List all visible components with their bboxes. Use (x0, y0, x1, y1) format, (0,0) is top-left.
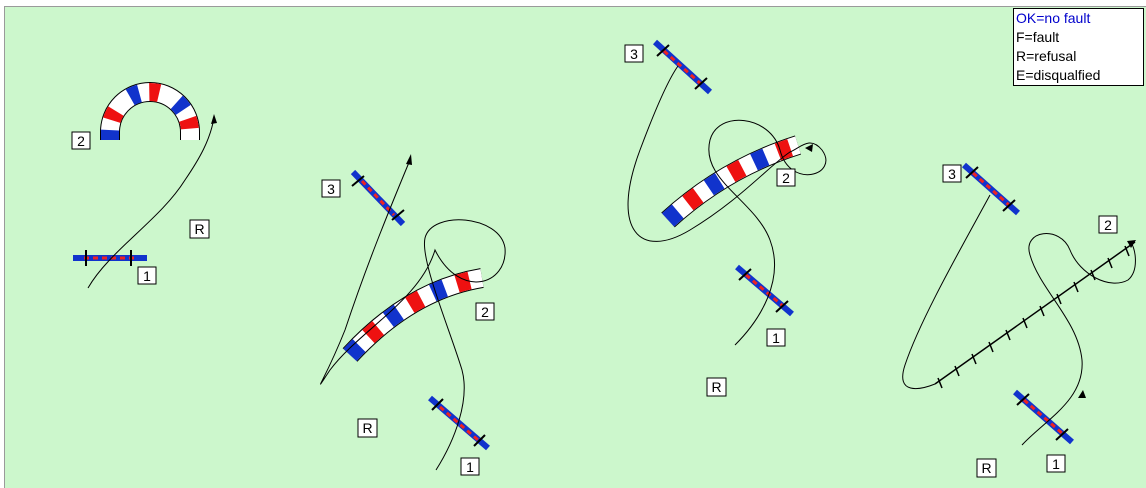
jump-bar (73, 250, 147, 266)
label-box: 3 (942, 164, 962, 183)
jump-bar (350, 169, 406, 227)
label-text: 1 (466, 459, 474, 475)
diagram-1: 2 1 R (71, 82, 217, 289)
label-box: 2 (71, 131, 91, 150)
course-field (4, 6, 1146, 488)
refusal-box: R (976, 458, 997, 478)
jump-bar (962, 162, 1020, 216)
path-arrowhead (1078, 390, 1086, 398)
label-text: 2 (77, 133, 85, 149)
tunnel-curved (342, 268, 484, 362)
path-arrowhead (805, 144, 813, 152)
refusal-box: R (189, 219, 210, 239)
refusal-text: R (711, 379, 721, 395)
refusal-text: R (981, 460, 991, 476)
label-text: 1 (143, 268, 151, 284)
legend-item: OK=no fault (1016, 10, 1091, 26)
legend-item: E=disqualfied (1016, 67, 1101, 83)
label-box: 2 (1098, 215, 1118, 234)
jump-bar (1013, 389, 1074, 445)
dog-path (320, 159, 506, 471)
label-box: 1 (1046, 454, 1066, 473)
label-box: 3 (321, 179, 341, 198)
label-box: 3 (624, 44, 644, 63)
refusal-box: R (706, 377, 727, 397)
refusal-box: R (357, 418, 378, 438)
dog-path (902, 194, 1136, 446)
path-arrowhead (1127, 240, 1136, 248)
jump-bar (652, 39, 713, 95)
label-text: 2 (481, 304, 489, 320)
jump-bar (428, 395, 490, 451)
diagram-2: 3 2 1 R (320, 154, 506, 476)
path-arrowhead (406, 154, 412, 165)
label-text: 2 (1104, 217, 1112, 233)
diagram-4: 3 2 1 R (902, 162, 1136, 478)
label-text: 3 (630, 46, 638, 62)
tunnel-arch (100, 82, 200, 140)
legend-item: F=fault (1016, 29, 1060, 45)
label-text: 3 (948, 166, 956, 182)
label-box: 1 (460, 457, 480, 476)
label-box: 1 (766, 328, 786, 347)
label-box: 2 (776, 168, 796, 187)
tunnel-curved (661, 135, 802, 228)
legend: OK=no fault F=fault R=refusal E=disqualf… (1013, 8, 1144, 86)
dog-path (87, 117, 215, 289)
path-arrowhead (211, 114, 217, 124)
diagram-3: 3 2 1 R (624, 39, 827, 397)
label-box: 2 (475, 302, 495, 321)
label-text: 3 (327, 181, 335, 197)
label-text: 1 (772, 330, 780, 346)
dogwalk (934, 241, 1136, 389)
refusal-text: R (362, 420, 372, 436)
label-text: 2 (782, 170, 790, 186)
dog-path (627, 65, 827, 346)
legend-item: R=refusal (1016, 48, 1077, 64)
refusal-text: R (194, 221, 204, 237)
label-box: 1 (137, 266, 157, 285)
label-text: 1 (1052, 456, 1060, 472)
jump-bar (735, 264, 794, 317)
